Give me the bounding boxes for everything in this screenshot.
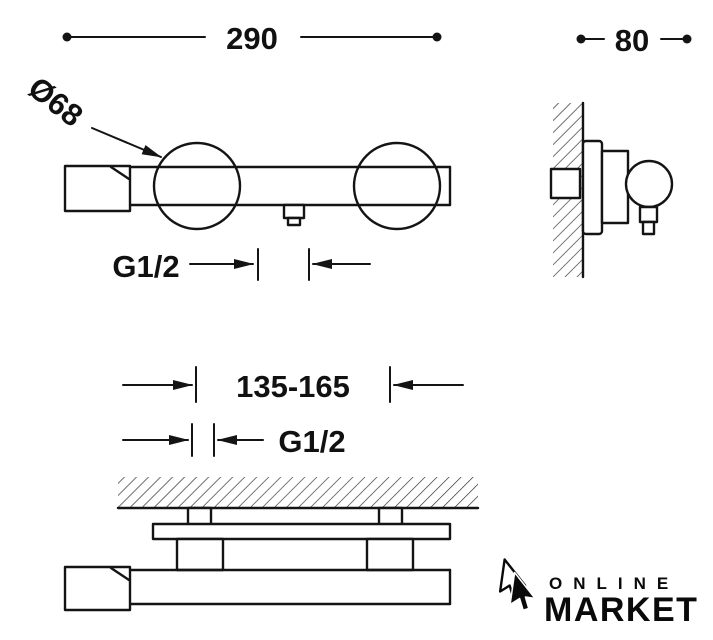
leader-line — [91, 127, 162, 158]
dim-endpoint-dot — [62, 32, 72, 42]
left-handle-circle — [152, 141, 242, 231]
outlet-connector — [282, 203, 306, 220]
handle-knob-side — [624, 159, 674, 209]
logo-text-online: ONLINE — [549, 574, 679, 593]
dim-label-overall-width: 290 — [226, 21, 278, 56]
end-cap-chamfer — [109, 566, 131, 582]
cursor-icon — [498, 558, 536, 611]
wall-hatching-top — [118, 477, 478, 508]
left-union-nut — [175, 537, 225, 572]
callout-thread-front: G1/2 — [112, 248, 371, 284]
left-pipe-stub — [186, 506, 213, 527]
in-wall-fitting — [549, 167, 582, 200]
mounting-plate — [151, 522, 452, 541]
logo: ONLINE MARKET — [498, 558, 698, 629]
right-handle-circle — [352, 141, 442, 231]
front-view — [63, 141, 452, 231]
lower-stem — [638, 205, 659, 224]
side-view — [549, 101, 674, 279]
escutcheon-plate — [581, 139, 604, 236]
installation-view — [63, 477, 480, 612]
mixer-body-side — [600, 149, 630, 225]
lower-outlet — [641, 220, 656, 236]
right-pipe-stub — [377, 506, 404, 527]
callout-handle-diameter: Ø68 — [22, 70, 162, 158]
dim-endpoint-dot — [432, 32, 442, 42]
dim-endpoint-dot — [576, 34, 586, 44]
dim-label-handle-diameter: Ø68 — [22, 70, 90, 134]
outlet-tip — [286, 216, 302, 227]
dimension-wall-depth: 80 — [576, 23, 692, 58]
callout-thread-install: G1/2 — [122, 423, 346, 459]
dimension-connection-spacing: 135-165 — [122, 366, 464, 404]
dim-label-thread-front: G1/2 — [112, 249, 179, 284]
dim-endpoint-dot — [682, 34, 692, 44]
end-cap-chamfer — [109, 165, 131, 181]
right-union-nut — [365, 537, 415, 572]
dim-label-connection-spacing: 135-165 — [236, 369, 350, 404]
logo-text-market: MARKET — [544, 591, 698, 629]
dim-label-wall-depth: 80 — [615, 23, 649, 58]
dimension-overall-width: 290 — [62, 21, 442, 56]
dim-label-thread-install: G1/2 — [278, 424, 345, 459]
